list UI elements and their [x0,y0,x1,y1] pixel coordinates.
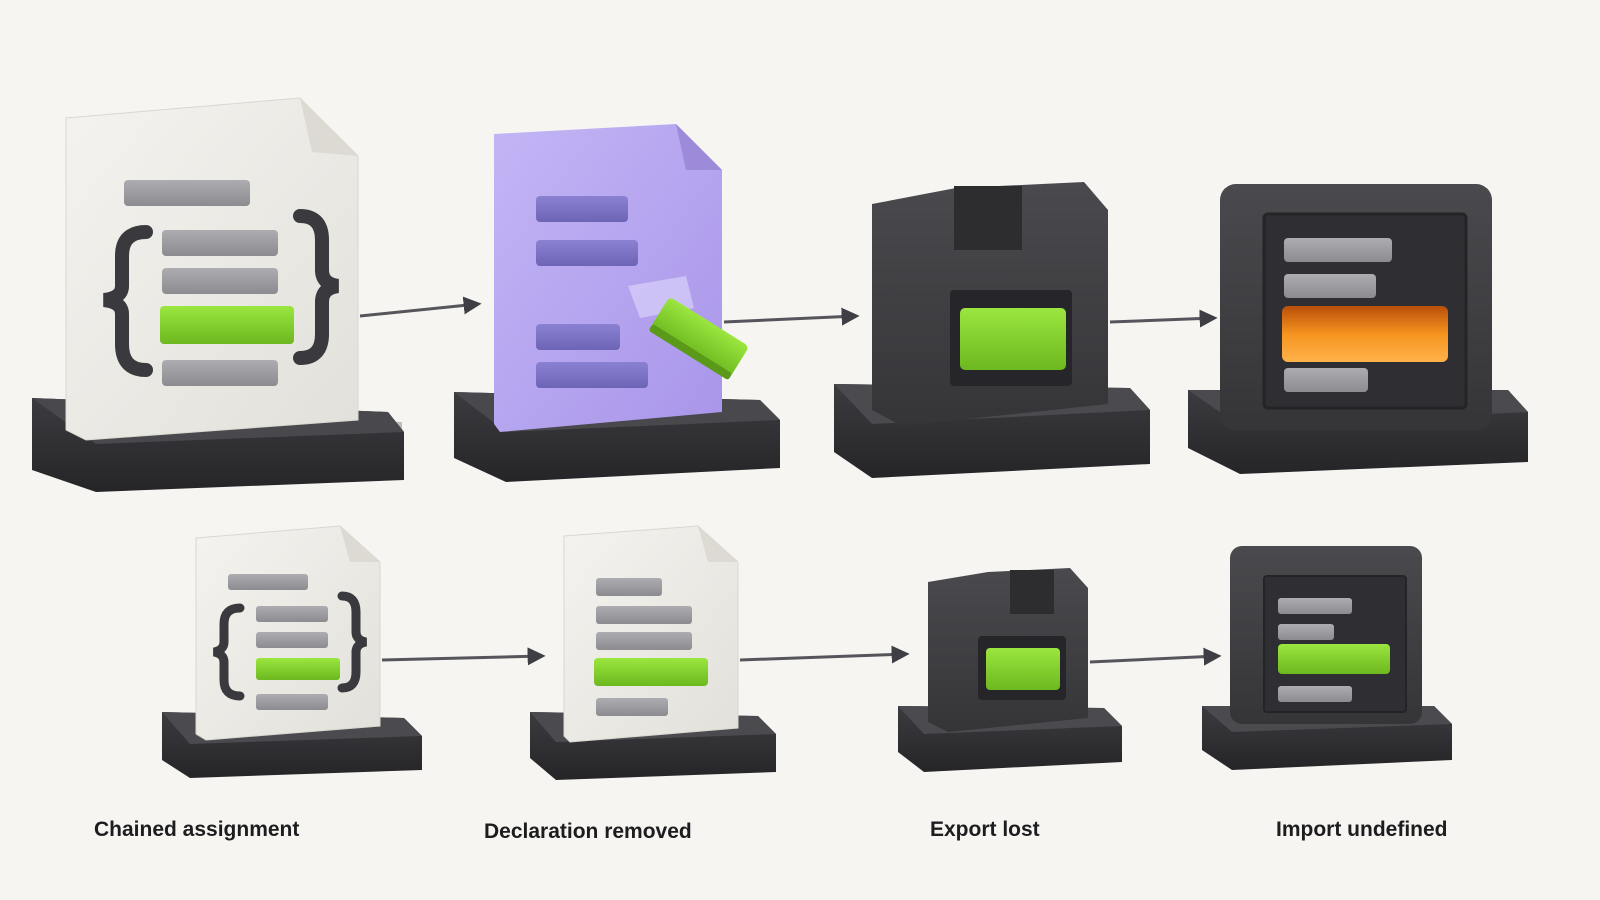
stripped-document-icon-small [530,525,776,780]
label-import-undefined: Import undefined [1276,818,1448,841]
import-window-icon [1188,184,1528,474]
module-box-icon [834,182,1150,478]
import-window-icon-small [1202,546,1452,770]
stripped-document-icon [454,124,780,482]
code-document-icon [32,97,404,492]
label-export-lost: Export lost [930,818,1040,841]
code-document-icon-small [162,525,422,778]
module-box-icon-small [898,568,1122,772]
label-chained-assignment: Chained assignment [94,818,300,841]
label-declaration-removed: Declaration removed [484,820,692,843]
